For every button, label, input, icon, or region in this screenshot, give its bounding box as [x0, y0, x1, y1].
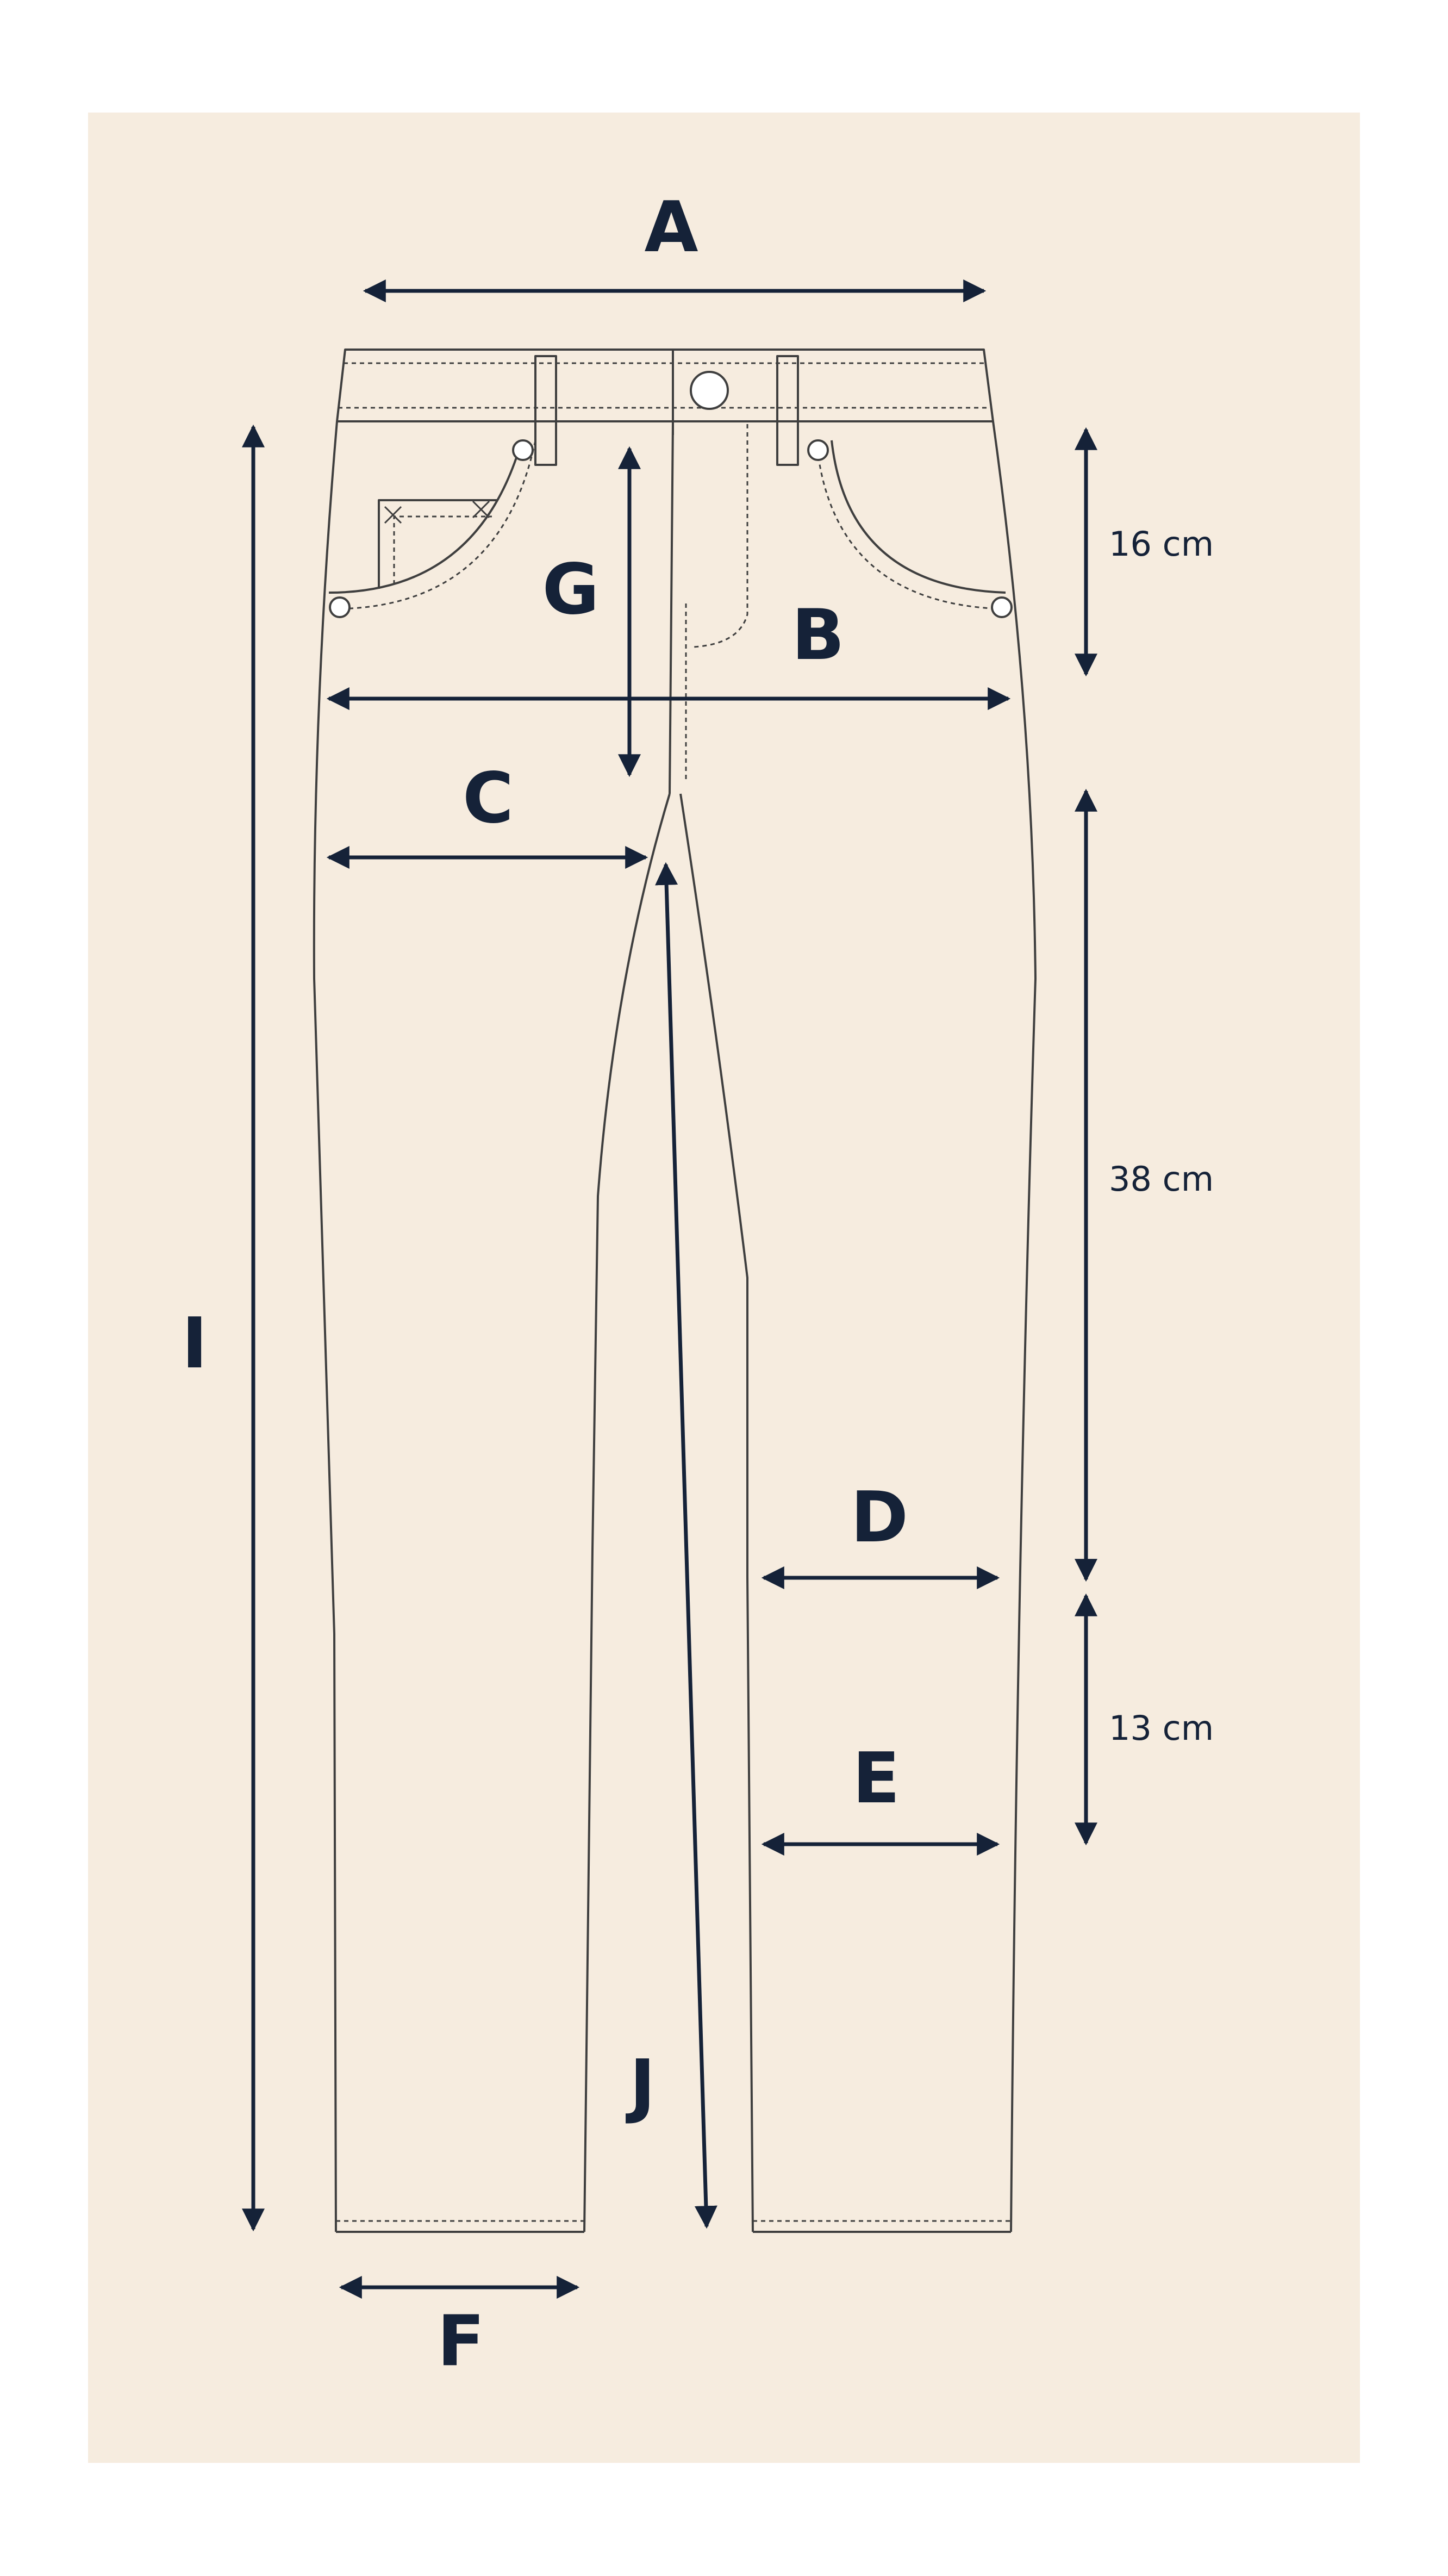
- left-pocket-rivet-top: [512, 439, 534, 461]
- label-c: C: [463, 758, 514, 839]
- letter-labels: A B C G I J D E F: [182, 187, 908, 2382]
- right-outseam: [992, 421, 1037, 2232]
- label-e: E: [852, 1738, 900, 1819]
- left-pocket-opening: [328, 440, 523, 594]
- left-outseam: [313, 421, 338, 2232]
- left-inseam: [583, 793, 671, 2232]
- coin-pocket-bartack-right: [472, 500, 490, 519]
- measurement-arrows: [242, 279, 1097, 2299]
- fly-stitch: [692, 424, 748, 648]
- measurement-rise: 16 cm: [1109, 524, 1214, 564]
- right-pocket-stitch: [815, 440, 1003, 610]
- label-f: F: [437, 2301, 484, 2382]
- front-rise: [669, 421, 674, 794]
- jeans-outline: [313, 349, 1037, 2233]
- left-pocket-stitch: [332, 440, 536, 610]
- measurement-thigh-to-knee: 38 cm: [1109, 1159, 1214, 1199]
- belt-loop-left: [534, 355, 557, 466]
- label-j: J: [625, 2045, 656, 2126]
- label-g: G: [542, 549, 599, 630]
- right-pocket-opening: [831, 440, 1006, 594]
- label-i: I: [182, 1303, 208, 1384]
- diagram-panel: [88, 113, 1360, 2463]
- right-pocket-rivet-side: [991, 596, 1013, 618]
- label-d: D: [851, 1477, 908, 1558]
- coin-pocket: [378, 499, 497, 589]
- label-a: A: [644, 187, 698, 268]
- label-b: B: [791, 595, 845, 676]
- button-icon: [690, 371, 729, 410]
- arrow-j-inseam: [655, 862, 717, 2229]
- measurement-values: 16 cm 38 cm 13 cm: [1109, 524, 1214, 1748]
- waistband: [336, 349, 994, 422]
- measurement-knee-to-calf: 13 cm: [1109, 1708, 1214, 1748]
- coin-pocket-bartack-left: [384, 506, 402, 524]
- right-pocket-rivet-top: [807, 439, 829, 461]
- left-pocket-rivet-side: [329, 596, 351, 618]
- belt-loop-right: [776, 355, 799, 466]
